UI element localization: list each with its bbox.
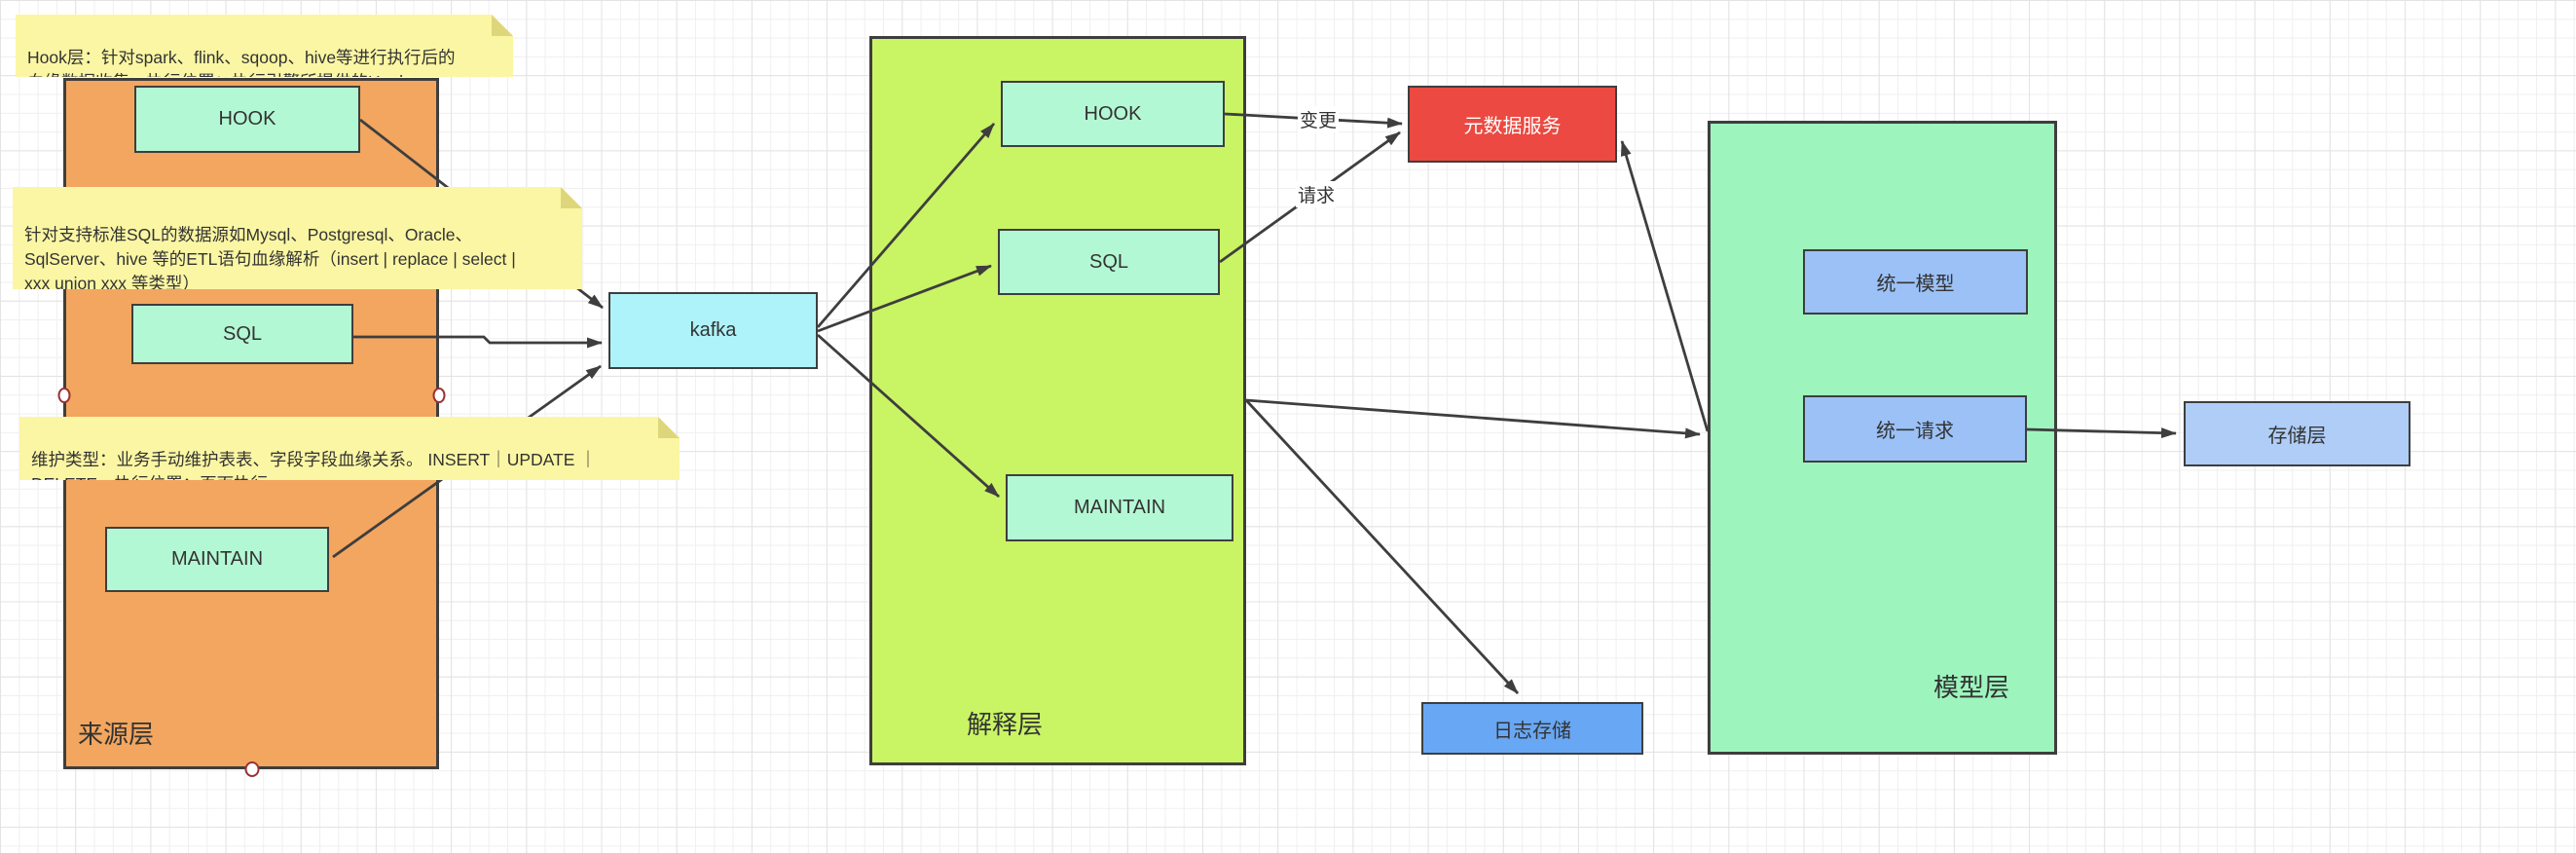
edge-label-request[interactable]: 请求	[1296, 181, 1338, 207]
node-kafka[interactable]: kafka	[608, 292, 818, 369]
node-metadata-service[interactable]: 元数据服务	[1408, 86, 1617, 163]
edge-kafka-to-interpret-hook[interactable]	[816, 123, 996, 328]
edge-kafka-to-interpret-maintain[interactable]	[817, 333, 1000, 499]
edge-source-sql-to-kafka[interactable]	[353, 335, 603, 349]
note-sql-parse[interactable]: 针对支持标准SQL的数据源如Mysql、Postgresql、Oracle、 S…	[13, 187, 582, 289]
node-log-storage-label: 日志存储	[1493, 720, 1571, 742]
connection-handle-bottom[interactable]	[244, 761, 260, 777]
node-storage-layer-label: 存储层	[2267, 426, 2327, 447]
edge-interpret-to-model[interactable]	[1245, 398, 1701, 439]
node-interpret-maintain[interactable]: MAINTAIN	[1006, 474, 1233, 541]
node-interpret-hook-label: HOOK	[1084, 102, 1142, 125]
node-kafka-label: kafka	[689, 319, 737, 341]
node-source-sql-label: SQL	[222, 322, 263, 345]
container-model-layer[interactable]: 统一模型 统一请求 模型层	[1708, 121, 2057, 755]
edge-kafka-to-interpret-sql[interactable]	[817, 264, 992, 333]
node-metadata-service-label: 元数据服务	[1463, 116, 1562, 137]
node-source-maintain[interactable]: MAINTAIN	[105, 527, 329, 592]
node-unified-model-label: 统一模型	[1876, 274, 1955, 295]
node-log-storage[interactable]: 日志存储	[1421, 702, 1643, 755]
container-interpret-layer[interactable]: HOOK SQL MAINTAIN 解释层	[869, 36, 1246, 765]
edge-interpret-to-log-storage[interactable]	[1244, 399, 1520, 694]
edge-label-change[interactable]: 变更	[1298, 106, 1340, 132]
model-layer-title: 模型层	[1933, 673, 2010, 702]
node-source-hook-label: HOOK	[218, 108, 276, 130]
node-unified-request-label: 统一请求	[1876, 421, 1954, 442]
node-interpret-sql-label: SQL	[1088, 250, 1129, 273]
edge-model-to-metadata[interactable]	[1620, 140, 1710, 432]
node-source-maintain-label: MAINTAIN	[170, 548, 264, 570]
node-interpret-maintain-label: MAINTAIN	[1073, 497, 1166, 518]
connection-handle-left[interactable]	[57, 388, 71, 403]
node-unified-model[interactable]: 统一模型	[1803, 249, 2028, 315]
connection-handle-right[interactable]	[432, 388, 446, 403]
node-interpret-sql[interactable]: SQL	[998, 229, 1220, 295]
node-interpret-hook[interactable]: HOOK	[1001, 81, 1225, 147]
note-sql-parse-text: 针对支持标准SQL的数据源如Mysql、Postgresql、Oracle、 S…	[24, 225, 516, 293]
note-hook-layer[interactable]: Hook层：针对spark、flink、sqoop、hive等进行执行后的 血缘…	[16, 15, 513, 77]
node-source-hook[interactable]: HOOK	[134, 86, 360, 153]
source-layer-title: 来源层	[78, 720, 155, 749]
edge-unified-request-to-storage[interactable]	[2026, 427, 2177, 439]
node-source-sql[interactable]: SQL	[131, 304, 353, 364]
node-storage-layer[interactable]: 存储层	[2184, 401, 2410, 466]
node-unified-request[interactable]: 统一请求	[1803, 395, 2027, 463]
note-maintain-type[interactable]: 维护类型：业务手动维护表表、字段字段血缘关系。 INSERT｜UPDATE ｜ …	[19, 417, 680, 480]
interpret-layer-title: 解释层	[967, 710, 1044, 739]
